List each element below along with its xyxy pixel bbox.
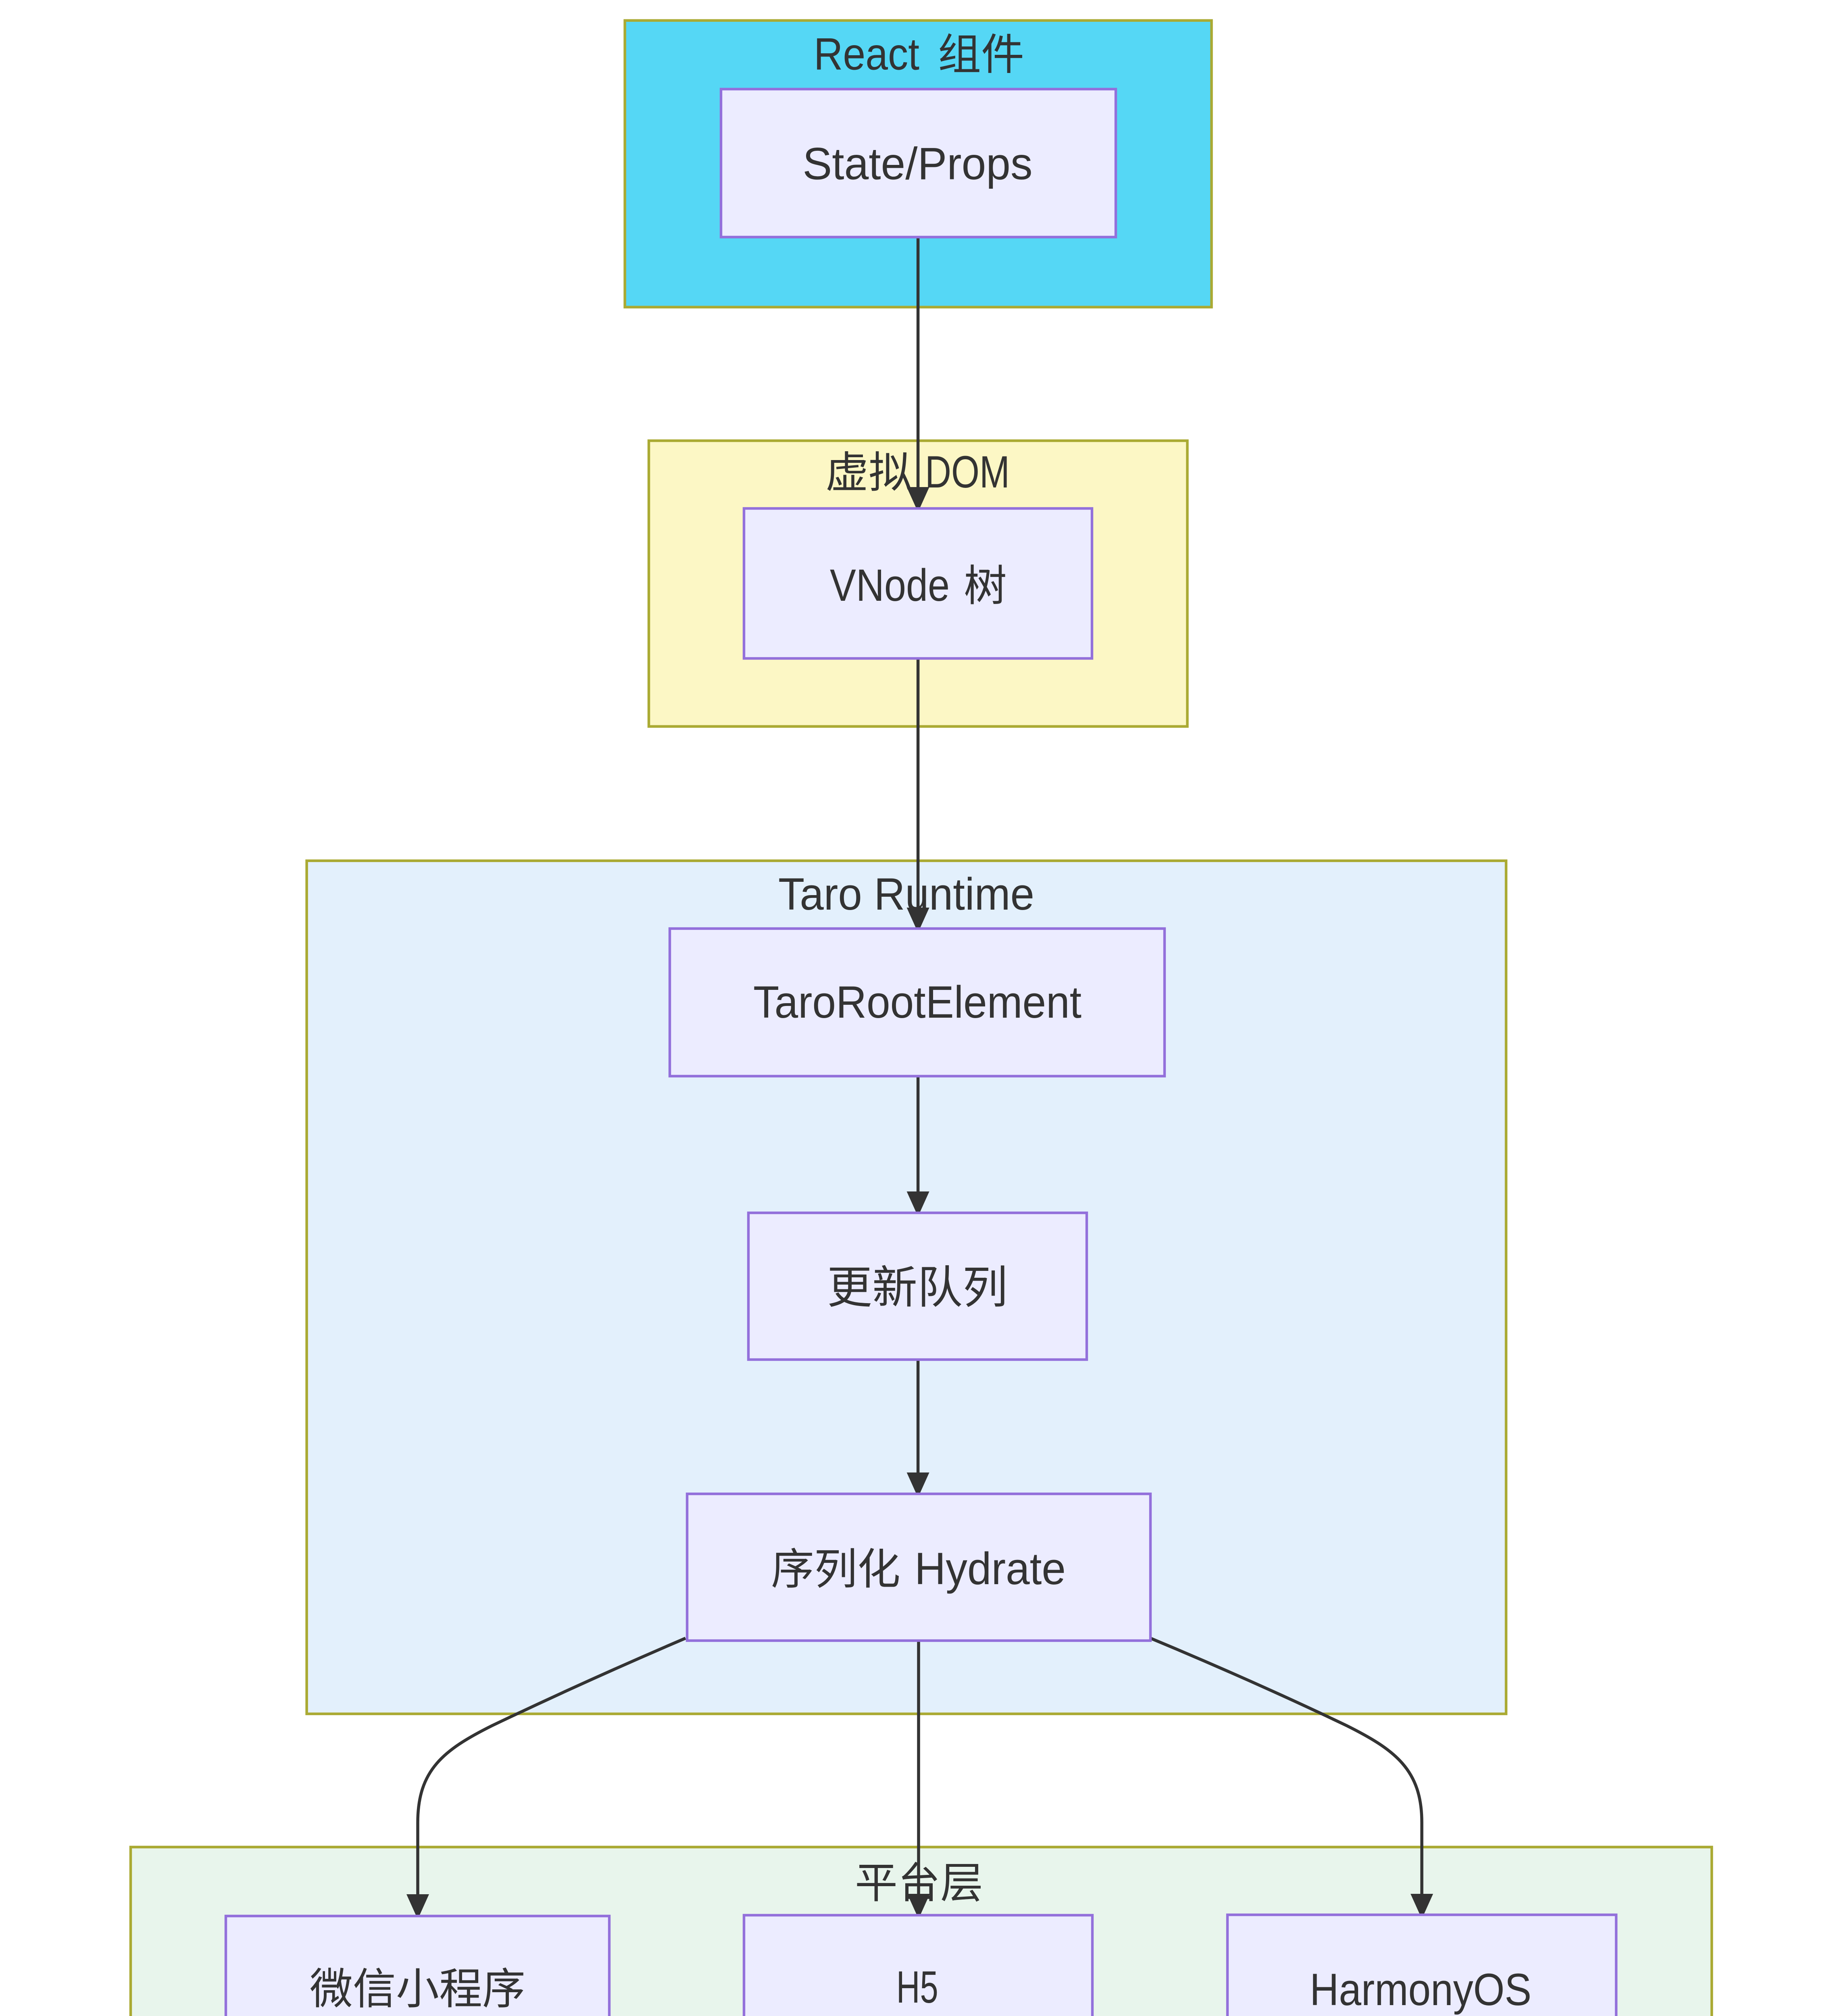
svg-text:H5: H5 bbox=[896, 1962, 938, 2012]
svg-text:DOM: DOM bbox=[925, 447, 1010, 497]
svg-text:VNode: VNode bbox=[830, 560, 950, 610]
svg-text:HarmonyOS: HarmonyOS bbox=[1310, 1964, 1532, 2015]
svg-text:State/Props: State/Props bbox=[803, 139, 1033, 189]
svg-text:Hydrate: Hydrate bbox=[915, 1543, 1066, 1594]
svg-text:React: React bbox=[814, 29, 919, 79]
svg-text:TaroRootElement: TaroRootElement bbox=[753, 977, 1081, 1027]
svg-text:Taro Runtime: Taro Runtime bbox=[778, 869, 1034, 919]
